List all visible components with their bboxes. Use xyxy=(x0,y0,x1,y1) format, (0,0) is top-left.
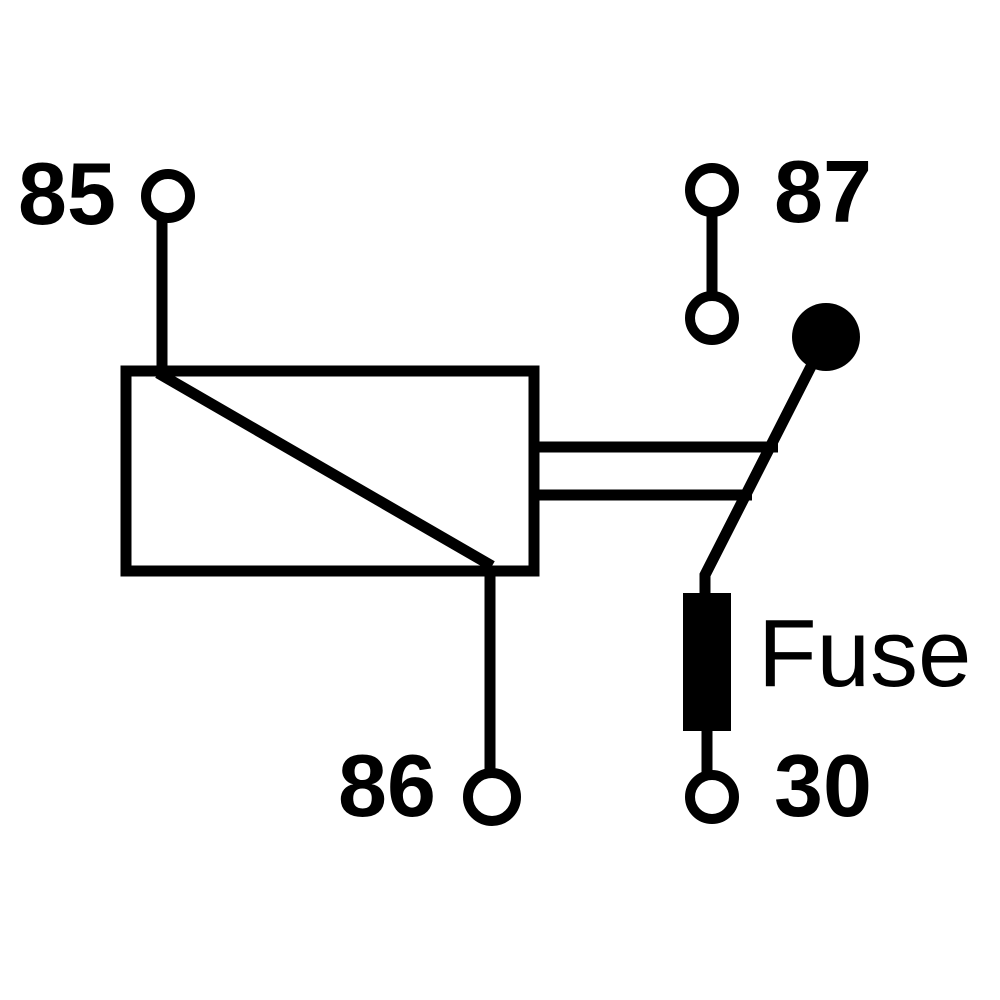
terminal-85-pin xyxy=(141,169,195,223)
terminal-87-pin xyxy=(685,163,739,217)
relay-coil-box xyxy=(120,365,540,577)
terminal-30-pin xyxy=(685,770,739,824)
terminal-85-label: 85 xyxy=(18,144,116,243)
switch-arm xyxy=(699,334,831,598)
switch-contact-dot xyxy=(792,303,860,371)
contact-87-pin xyxy=(685,291,739,345)
terminal-86-label: 86 xyxy=(338,736,436,835)
terminal-87-label: 87 xyxy=(774,142,872,241)
fuse-label: Fuse xyxy=(758,600,971,707)
fuse-symbol xyxy=(683,593,731,731)
terminal-86-pin xyxy=(463,768,521,826)
coil-diagonal xyxy=(155,368,495,571)
terminal-30-label: 30 xyxy=(774,736,872,835)
